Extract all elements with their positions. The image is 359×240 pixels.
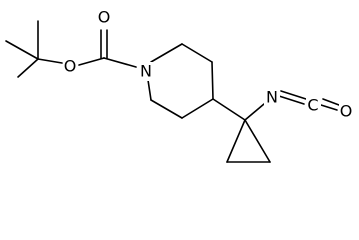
bond-tbu-methyl-left (5, 40, 39, 60)
bond-ring-c4-to-cyclopropane (212, 98, 246, 121)
isocyanate-carbon-background (306, 96, 321, 114)
piperidine-nitrogen-label: N (140, 62, 152, 81)
piperidine-ring (147, 43, 214, 119)
bond-ring-c3-c4 (211, 61, 214, 100)
carbonyl-oxygen-label: O (98, 8, 111, 27)
bond-ester-oxygen-to-carbonyl (78, 57, 105, 66)
bond-cyclopropane-a (226, 119, 246, 163)
bond-ring-n-c2 (150, 43, 183, 63)
ester-oxygen-background (63, 57, 77, 75)
cyclopropane-ring (212, 98, 271, 163)
isocyanate-nitrogen-background (264, 88, 280, 106)
bond-c-o-double-b (322, 98, 340, 106)
bond-carbonyl-to-nitrogen (103, 57, 137, 68)
piperidine-nitrogen-background (138, 62, 154, 81)
ester-oxygen-label: O (64, 57, 77, 76)
isocyanate-oxygen-background (339, 102, 354, 120)
bond-ring-c2-c3 (181, 43, 213, 63)
bond-cyclopropane-c (244, 119, 271, 163)
chemical-structure-diagram: O O N N C O (5, 8, 354, 163)
carbonyl-oxygen-background (97, 8, 111, 26)
isocyanate-nitrogen-label: N (266, 88, 278, 107)
bond-n-c-double-a (278, 95, 305, 105)
isocyanate-carbon-label: C (307, 96, 318, 115)
bond-c-o-double-a (320, 104, 338, 111)
isocyanate-group (244, 90, 340, 121)
bond-tbu-to-ester-oxygen (37, 58, 63, 64)
bond-cyclopropane-to-isocyanate-n (244, 103, 265, 121)
bond-tbu-methyl-bottom (17, 58, 39, 78)
bond-n-c-double-b (280, 90, 307, 100)
bond-ring-c5-c6 (150, 99, 183, 119)
carbamate-group (78, 29, 137, 68)
tert-butyl-group (5, 20, 63, 78)
isocyanate-oxygen-label: O (340, 102, 353, 121)
bond-ring-c6-n (147, 79, 152, 101)
bond-ring-c4-c5 (181, 98, 214, 119)
